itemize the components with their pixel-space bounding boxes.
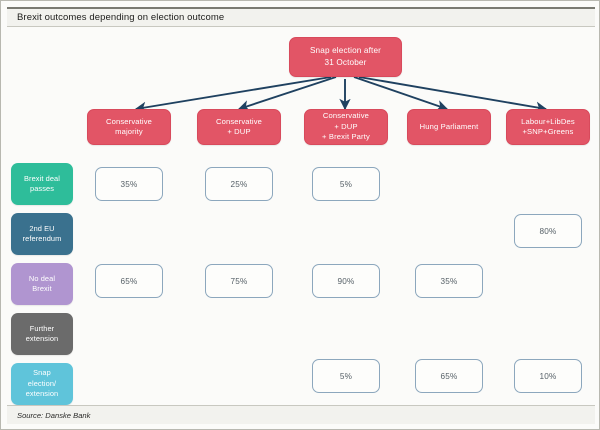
cell-r2c2[interactable]: 90% <box>312 264 380 298</box>
cell-r0c0[interactable]: 35% <box>95 167 163 201</box>
node-label-line3: + Brexit Party <box>322 132 370 142</box>
node-label-line2: majority <box>115 127 143 136</box>
row-label-further-extension[interactable]: Further extension <box>11 313 73 355</box>
node-label-line1: Conservative <box>105 116 153 126</box>
source-note: Source: Danske Bank <box>17 410 91 420</box>
row-label-line2: referendum <box>22 234 62 243</box>
row-label-snap-election-extension[interactable]: Snap election/ extension <box>11 363 73 405</box>
chart-footer-bar: Source: Danske Bank <box>7 405 595 424</box>
row-label-no-deal-brexit[interactable]: No deal Brexit <box>11 263 73 305</box>
row-label-brexit-deal-passes[interactable]: Brexit deal passes <box>11 163 73 205</box>
node-label-line2: + DUP <box>227 127 251 136</box>
node-hung-parliament[interactable]: Hung Parliament <box>407 109 491 145</box>
node-label-line2: + DUP <box>334 121 358 131</box>
cell-r4c3[interactable]: 65% <box>415 359 483 393</box>
arrow-layer <box>134 76 548 113</box>
node-label-line1: Conservative <box>215 116 263 126</box>
node-root-line2: 31 October <box>324 58 367 67</box>
node-root[interactable]: Snap election after 31 October <box>289 37 402 77</box>
cell-r4c2[interactable]: 5% <box>312 359 380 393</box>
row-label-line1: No deal <box>28 273 56 283</box>
diagram-canvas: Snap election after 31 October Conservat… <box>1 29 599 405</box>
cell-r2c3[interactable]: 35% <box>415 264 483 298</box>
row-label-line1: 2nd EU <box>29 223 55 233</box>
arrow-to-conservative-dup <box>237 76 337 112</box>
node-labour-libdem-snp-greens[interactable]: Labour+LibDes +SNP+Greens <box>506 109 590 145</box>
node-conservative-dup-brexit-party[interactable]: Conservative + DUP + Brexit Party <box>304 109 388 145</box>
node-label-line2: +SNP+Greens <box>522 127 574 136</box>
arrow-to-labour-coalition <box>358 76 548 113</box>
row-label-line2: election/ <box>27 378 57 388</box>
cell-r0c1[interactable]: 25% <box>205 167 273 201</box>
cell-r2c1[interactable]: 75% <box>205 264 273 298</box>
row-label-second-eu-referendum[interactable]: 2nd EU referendum <box>11 213 73 255</box>
arrow-to-hung-parliament <box>353 76 449 112</box>
arrow-to-conservative-majority <box>134 76 332 113</box>
node-label-line1: Hung Parliament <box>419 121 479 131</box>
row-label-line2: Brexit <box>32 284 52 293</box>
cell-r2c0[interactable]: 65% <box>95 264 163 298</box>
row-label-line1: Snap <box>33 368 51 378</box>
node-label-line1: Conservative <box>322 111 370 121</box>
node-conservative-majority[interactable]: Conservative majority <box>87 109 171 145</box>
node-conservative-dup[interactable]: Conservative + DUP <box>197 109 281 145</box>
chart-title-bar: Brexit outcomes depending on election ou… <box>7 7 595 27</box>
row-label-line1: Further <box>29 323 55 333</box>
node-root-line1: Snap election after <box>309 46 382 55</box>
cell-r0c2[interactable]: 5% <box>312 167 380 201</box>
row-label-line3: extension <box>25 389 59 399</box>
row-label-line2: passes <box>29 184 55 193</box>
cell-r4c4[interactable]: 10% <box>514 359 582 393</box>
cell-r1c4[interactable]: 80% <box>514 214 582 248</box>
node-label-line1: Labour+LibDes <box>521 116 575 126</box>
page-title: Brexit outcomes depending on election ou… <box>17 12 225 23</box>
row-label-line2: extension <box>25 334 59 343</box>
row-label-line1: Brexit deal <box>23 173 61 183</box>
